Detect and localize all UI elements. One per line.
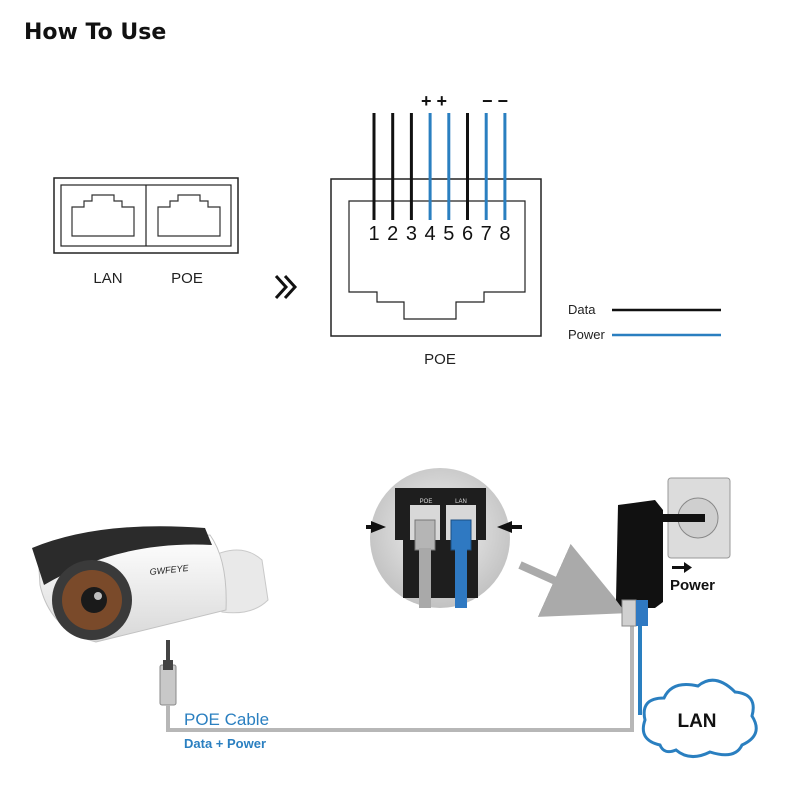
pin-number-5: 5	[443, 223, 454, 245]
poe-port-label: POE	[171, 270, 203, 287]
pin-number-2: 2	[387, 223, 398, 245]
pin-number-8: 8	[499, 223, 510, 245]
legend: Data Power	[568, 302, 721, 342]
pin-number-1: 1	[368, 223, 379, 245]
minus-signs: − −	[482, 91, 508, 111]
cable-name: POE Cable	[184, 710, 269, 729]
injector-port-panel	[53, 177, 239, 254]
pin-wires	[372, 113, 507, 220]
poe-cable-line	[166, 622, 634, 732]
rj45-connector	[330, 178, 542, 337]
camera-brand: GWFEYE	[149, 563, 190, 577]
legend-data-label: Data	[568, 302, 596, 317]
camera-illustration	[32, 526, 269, 706]
legend-power-label: Power	[568, 327, 606, 342]
pin-number-3: 3	[406, 223, 417, 245]
power-arrow-icon	[672, 562, 692, 573]
zoom-pointer-arrow	[518, 543, 628, 617]
zoom-poe-label: POE	[420, 499, 433, 505]
cable-description: Data + Power	[184, 736, 266, 751]
poe-adapter	[616, 500, 705, 627]
plus-signs: + +	[421, 91, 447, 111]
lan-cloud-icon	[641, 678, 758, 758]
cloud-label: LAN	[677, 711, 716, 732]
page-title: How To Use	[24, 20, 167, 45]
port-zoom-view	[366, 468, 522, 608]
chevron-right-icon	[274, 274, 298, 300]
adapter-power-label: Power	[670, 577, 715, 594]
lan-socket-icon	[71, 194, 135, 237]
pin-number-6: 6	[462, 223, 473, 245]
connector-label: POE	[424, 351, 456, 368]
poe-socket-icon	[157, 194, 221, 237]
pin-number-4: 4	[425, 223, 436, 245]
zoom-lan-label: LAN	[455, 499, 467, 505]
pin-number-7: 7	[481, 223, 492, 245]
lan-port-label: LAN	[93, 270, 122, 287]
